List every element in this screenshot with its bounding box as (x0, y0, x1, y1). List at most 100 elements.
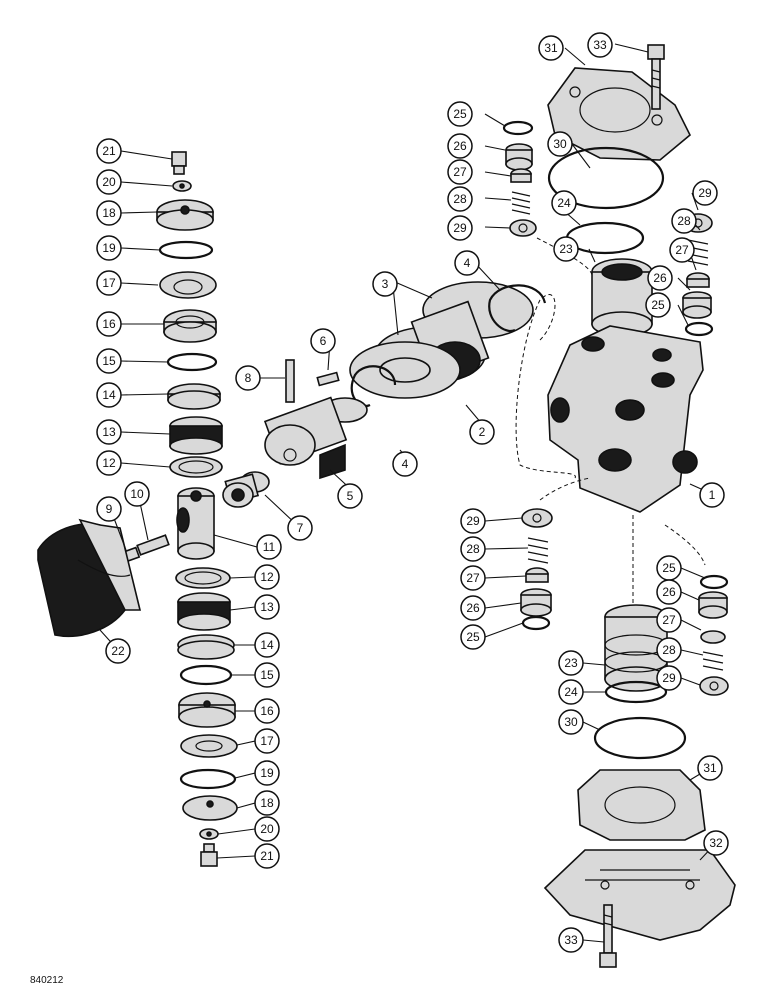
callout: 2 (469, 419, 495, 445)
callout: 18 (96, 200, 122, 226)
callout: 7 (287, 515, 313, 541)
svg-text:21: 21 (102, 144, 116, 158)
svg-text:25: 25 (651, 298, 665, 312)
callout: 12 (96, 450, 122, 476)
o-ring-bottom (179, 664, 233, 686)
callout: 24 (551, 190, 577, 216)
callout: 17 (96, 270, 122, 296)
bottom-large-o-ring (593, 716, 687, 760)
svg-text:29: 29 (466, 514, 480, 528)
callout: 26 (460, 595, 486, 621)
callout: 13 (254, 594, 280, 620)
callout: 24 (558, 679, 584, 705)
callout: 11 (256, 534, 282, 560)
mounting-base (543, 849, 736, 941)
svg-text:28: 28 (466, 542, 480, 556)
shim-top (167, 383, 221, 410)
callout: 26 (647, 265, 673, 291)
svg-text:4: 4 (464, 256, 471, 270)
check-valve-disc-lower-right (700, 630, 726, 644)
check-valve-seal-top (502, 120, 534, 136)
callout: 28 (447, 186, 473, 212)
svg-text:13: 13 (260, 600, 274, 614)
retainer-bottom (180, 734, 238, 758)
callout: 29 (656, 665, 682, 691)
callout: 27 (656, 607, 682, 633)
flow-line-lower (539, 477, 591, 501)
spacer-bottom (175, 567, 231, 589)
roll-pin (285, 359, 295, 403)
svg-text:26: 26 (453, 139, 467, 153)
cap-screw-bottom (200, 843, 218, 867)
callout: 20 (254, 816, 280, 842)
svg-text:26: 26 (662, 585, 676, 599)
svg-text:26: 26 (653, 271, 667, 285)
callout: 10 (124, 481, 150, 507)
crosshead-pin (136, 534, 170, 556)
callout: 9 (96, 496, 122, 522)
svg-text:25: 25 (662, 561, 676, 575)
top-valve-body (591, 258, 653, 337)
bottom-cover-plate (577, 769, 706, 841)
svg-text:20: 20 (102, 175, 116, 189)
callout: 21 (96, 138, 122, 164)
svg-text:19: 19 (102, 241, 116, 255)
cap-screw-top (171, 151, 187, 175)
callout: 19 (96, 235, 122, 261)
svg-text:29: 29 (453, 221, 467, 235)
seal-housing-bottom (178, 692, 236, 728)
callout: 6 (310, 328, 336, 354)
svg-text:27: 27 (466, 571, 480, 585)
svg-text:18: 18 (260, 796, 274, 810)
svg-text:27: 27 (662, 613, 676, 627)
bearing-cup-top (169, 416, 223, 455)
callout: 27 (447, 159, 473, 185)
callout: 17 (254, 728, 280, 754)
check-valve-spring-lower-right (702, 651, 724, 671)
svg-text:28: 28 (677, 214, 691, 228)
check-valve-seal-lower (521, 615, 551, 631)
svg-text:14: 14 (260, 638, 274, 652)
callout: 1 (699, 482, 725, 508)
bottom-bolt (599, 904, 617, 968)
svg-text:7: 7 (297, 521, 304, 535)
svg-text:4: 4 (402, 457, 409, 471)
svg-text:23: 23 (564, 656, 578, 670)
seal-housing-top (163, 309, 217, 343)
spacer-top (169, 456, 223, 478)
callout: 15 (96, 348, 122, 374)
svg-text:9: 9 (106, 502, 113, 516)
end-cap-top (156, 199, 214, 231)
bearing-cup-bottom (177, 592, 231, 631)
callout: 21 (254, 843, 280, 869)
check-valve-disc-top (510, 168, 532, 183)
svg-text:16: 16 (102, 317, 116, 331)
callout: 12 (254, 564, 280, 590)
svg-text:23: 23 (559, 242, 573, 256)
callout: 31 (697, 755, 723, 781)
svg-text:24: 24 (557, 196, 571, 210)
callout: 28 (671, 208, 697, 234)
callout: 25 (656, 555, 682, 581)
svg-text:26: 26 (466, 601, 480, 615)
svg-text:17: 17 (260, 734, 274, 748)
check-valve-seal-right (684, 321, 714, 337)
svg-text:3: 3 (382, 277, 389, 291)
check-valve-disc-lower (525, 567, 549, 583)
o-ring-top (166, 352, 218, 372)
callout: 30 (558, 709, 584, 735)
crosshead (176, 487, 215, 560)
callout: 26 (656, 579, 682, 605)
check-valve-retainer-lower-right (699, 676, 729, 696)
svg-text:20: 20 (260, 822, 274, 836)
bushing (222, 471, 270, 508)
check-valve-retainer-top (509, 219, 537, 237)
svg-text:30: 30 (553, 137, 567, 151)
callout: 28 (460, 536, 486, 562)
svg-text:31: 31 (703, 761, 717, 775)
svg-text:29: 29 (698, 186, 712, 200)
svg-text:25: 25 (453, 107, 467, 121)
check-valve-seat-lower-right (698, 591, 728, 619)
svg-text:10: 10 (130, 487, 144, 501)
